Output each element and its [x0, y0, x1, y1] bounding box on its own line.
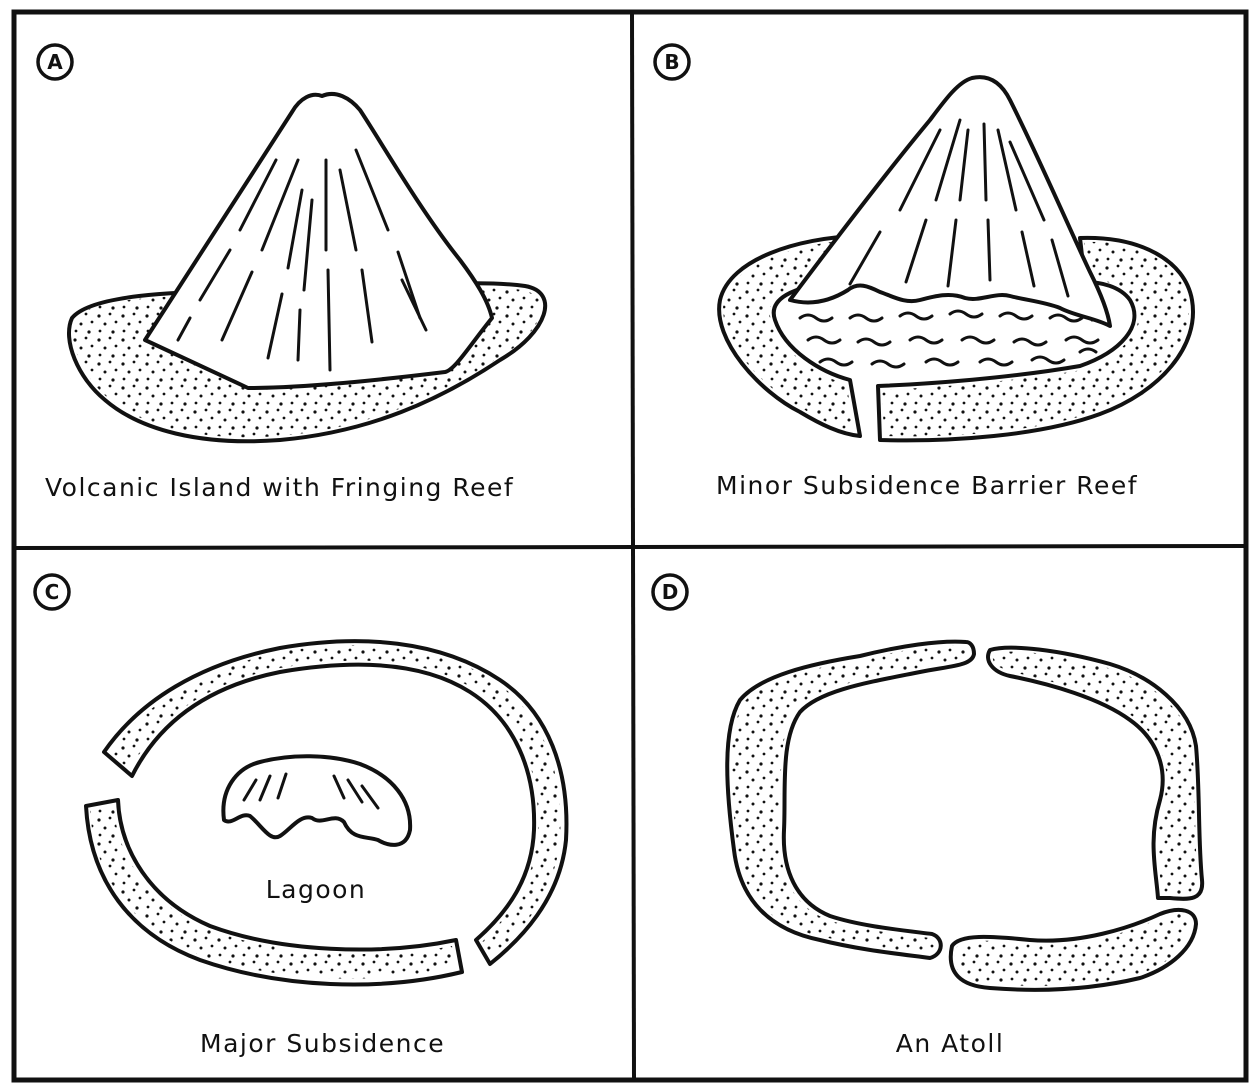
panel-b-letter: B — [664, 50, 679, 74]
panel-d-badge: D — [653, 575, 687, 609]
atoll-segment-right-upper-stipple — [993, 652, 1198, 894]
island-remnant — [223, 756, 410, 845]
panel-b-badge: B — [655, 45, 689, 79]
panel-a: A Volcanic Island with Fringing Reef — [38, 45, 545, 502]
panel-d-caption: An Atoll — [896, 1029, 1005, 1058]
panel-a-letter: A — [47, 50, 63, 74]
lagoon-water-waves — [800, 311, 1108, 367]
volcano-cone-b — [790, 77, 1110, 326]
panel-c: C Lagoon Major Subsidence — [35, 575, 566, 1058]
panel-d: D An Atoll — [653, 575, 1202, 1058]
panel-c-letter: C — [45, 580, 60, 604]
atoll-segment-right-lower-stipple — [955, 914, 1192, 986]
panel-c-badge: C — [35, 575, 69, 609]
panel-a-caption: Volcanic Island with Fringing Reef — [45, 473, 514, 502]
panel-d-letter: D — [662, 580, 679, 604]
atoll-segment-left-stipple — [731, 646, 970, 954]
lagoon-label: Lagoon — [266, 875, 367, 904]
panel-c-caption: Major Subsidence — [200, 1029, 445, 1058]
panel-a-badge: A — [38, 45, 72, 79]
panel-b-caption: Minor Subsidence Barrier Reef — [716, 471, 1138, 500]
volcano-cone-a — [145, 94, 492, 388]
frame-horizontal-divider — [14, 546, 1246, 548]
panel-b: B — [655, 45, 1193, 500]
